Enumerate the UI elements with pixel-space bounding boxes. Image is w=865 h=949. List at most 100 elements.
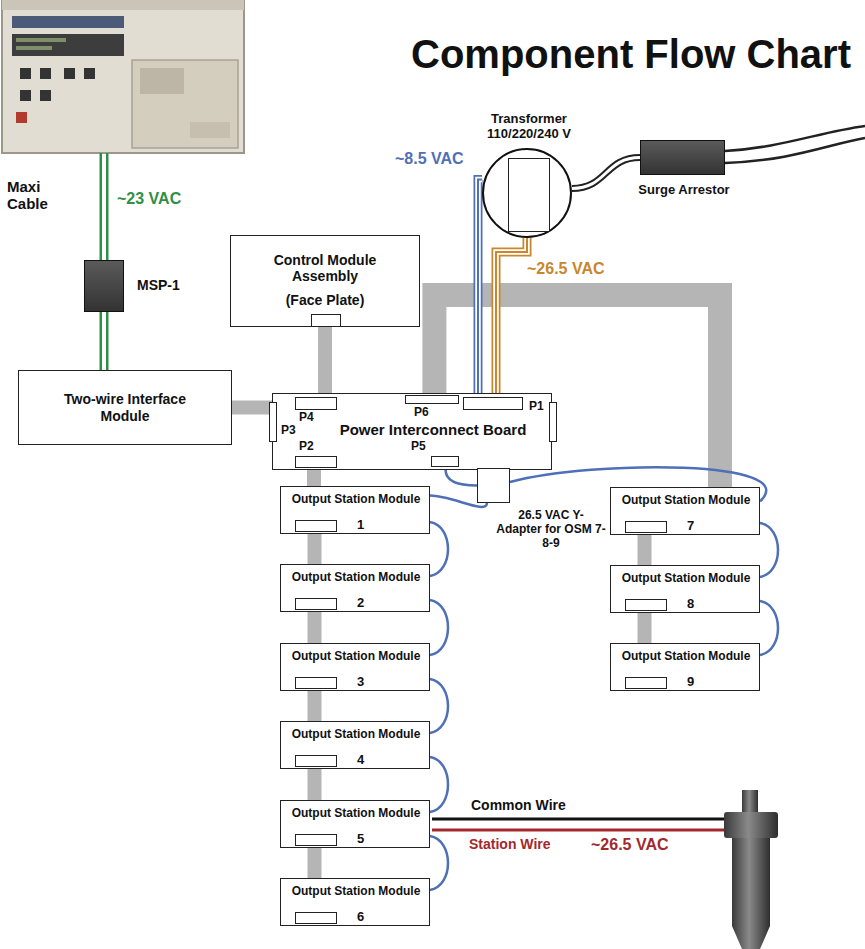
- node-sublabel: P6: [414, 406, 429, 420]
- wire-stroke: [430, 679, 448, 733]
- station-wire: [432, 829, 726, 832]
- node-label: Power Interconnect Board: [318, 421, 548, 438]
- valve-illustration: [724, 790, 778, 949]
- connector-socket: [295, 520, 337, 532]
- wire-stroke: [478, 180, 482, 394]
- node-sublabel: 3: [357, 675, 364, 690]
- node-sublabel: P4: [299, 411, 314, 425]
- valve-body: [732, 838, 770, 926]
- controller-lip: [2, 0, 244, 10]
- control-module-box: Control Module Assembly(Face Plate): [230, 235, 420, 327]
- wire-stroke: [760, 523, 778, 577]
- y-adapter-box: 26.5 VAC Y-Adapter for OSM 7-8-9: [477, 468, 510, 503]
- output-station-module: Output Station Module4: [280, 721, 430, 769]
- wire-connector: [314, 769, 315, 800]
- controller-cover-window: [140, 68, 184, 94]
- output-station-module: Output Station Module2: [280, 564, 430, 612]
- wire-connector: [446, 470, 477, 486]
- wire-stroke: [430, 522, 448, 576]
- maxi-cable-wire: [100, 153, 103, 262]
- wire-connector: [760, 523, 778, 577]
- wire-connector: [760, 601, 778, 655]
- connector-socket: [463, 397, 523, 410]
- connector-socket: [625, 521, 667, 533]
- controller-button: [84, 68, 95, 79]
- connector-socket: [549, 402, 557, 442]
- node-label: Output Station Module: [611, 650, 761, 664]
- output-station-module: Output Station Module1: [280, 486, 430, 534]
- connector-socket: [295, 456, 337, 468]
- node-sublabel: (Face Plate): [286, 292, 365, 308]
- wire-stroke: [572, 158, 640, 189]
- controller-display: [12, 34, 124, 56]
- wire-stroke: [308, 612, 322, 643]
- msp-box: MSP-1: [84, 260, 124, 312]
- node-label: Output Station Module: [281, 885, 431, 899]
- wire-label: ~23 VAC: [114, 190, 184, 208]
- controller-cover: [132, 60, 238, 148]
- wire-connector: [478, 180, 482, 394]
- output-station-module: Output Station Module6: [280, 878, 430, 926]
- connector-socket: [431, 456, 459, 467]
- wire-connector: [430, 600, 448, 655]
- connector-socket: [625, 677, 667, 689]
- output-station-module: Output Station Module7: [610, 487, 760, 535]
- node-sublabel: 8: [687, 597, 694, 612]
- wire-stroke: [638, 613, 652, 643]
- wire-label: Station Wire: [466, 836, 554, 852]
- controller-red-button: [16, 112, 27, 123]
- wire-stroke: [100, 312, 109, 370]
- connector-socket: [295, 834, 337, 846]
- node-sublabel: P1: [529, 400, 544, 414]
- wire-connector: [325, 327, 326, 393]
- wire-label: Maxi Cable: [4, 178, 66, 213]
- connector-socket: [508, 158, 550, 232]
- node-label: Output Station Module: [281, 807, 431, 821]
- wire-connector: [644, 613, 645, 643]
- chart-title: Component Flow Chart: [411, 32, 851, 77]
- controller-button: [40, 68, 51, 79]
- wire-connector: [314, 691, 315, 721]
- node-label: Transformer 110/220/240 V: [469, 112, 589, 142]
- wire-stroke: [430, 757, 448, 812]
- power-cord: [725, 126, 865, 151]
- wire-stroke: [496, 238, 527, 393]
- wire-connector: [644, 535, 645, 565]
- valve-stem: [742, 790, 758, 814]
- wire-stroke: [308, 534, 322, 564]
- wire-stroke: [446, 470, 477, 486]
- controller-label-strip: [12, 16, 124, 28]
- controller-button: [20, 68, 31, 79]
- wire-stroke: [232, 401, 272, 415]
- wire-stroke: [308, 848, 322, 878]
- wire-connector: [104, 312, 105, 370]
- wire-connector: [314, 534, 315, 564]
- node-label: MSP-1: [137, 277, 207, 293]
- wire-connector: [232, 407, 272, 408]
- wire-stroke: [102, 312, 106, 370]
- wire-connector: [430, 522, 448, 576]
- connector-socket: [405, 395, 459, 404]
- wire-stroke: [478, 180, 482, 394]
- connector-socket: [295, 598, 337, 610]
- wire-connector: [430, 679, 448, 733]
- connector-socket: [311, 314, 341, 327]
- wire-stroke: [307, 470, 321, 486]
- interface-module-box: Two-wire Interface Module: [18, 370, 232, 445]
- controller-button: [40, 90, 51, 101]
- node-sublabel: 9: [687, 675, 694, 690]
- wire-stroke: [572, 158, 640, 189]
- display-line: [16, 46, 52, 50]
- power-cord: [725, 138, 865, 163]
- power-board-box: Power Interconnect BoardP4P6P1P3P2P5: [272, 393, 552, 470]
- connector-socket: [295, 397, 337, 410]
- connector-socket: [295, 912, 337, 924]
- connector-socket: [295, 755, 337, 767]
- connector-socket: [269, 402, 277, 442]
- node-label: Surge Arrestor: [629, 183, 739, 198]
- wire-stroke: [638, 535, 652, 565]
- wire-connector: [572, 158, 640, 189]
- node-sublabel: P2: [299, 440, 314, 454]
